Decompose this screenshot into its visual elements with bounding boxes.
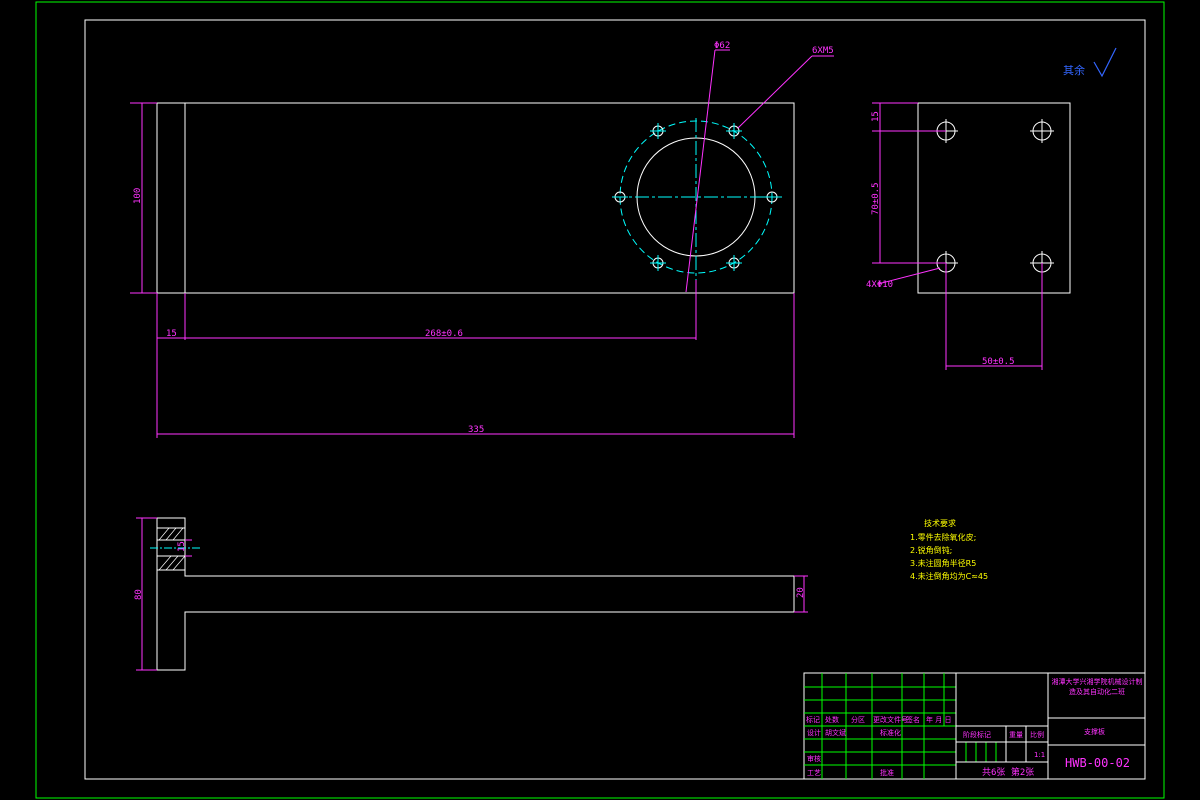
tb-drawing-no: HWB-00-02	[1065, 756, 1130, 770]
tb-scale-label: 比例	[1030, 730, 1044, 739]
outer-border	[35, 1, 1165, 799]
front-outline	[156, 517, 795, 671]
bore-label: Φ62	[714, 41, 730, 51]
title-block-main-lines	[955, 673, 1145, 779]
tech-requirements: 技术要求 1.零件去除氧化皮; 2.锐角倒钝; 3.未注圆角半径R5 4.未注倒…	[910, 518, 988, 581]
tb-stage-label: 阶段标记	[963, 730, 991, 739]
front-dim-small: 15	[177, 541, 187, 552]
front-dim-web: 20	[796, 587, 806, 598]
surface-finish-label: 其余	[1063, 63, 1085, 77]
title-block: 标记 处数 分区 更改文件号 签名 年 月 日 设计 胡文斌 标准化 审核 工艺…	[803, 672, 1146, 780]
tb-role-design: 设计	[807, 728, 821, 737]
top-view: Φ62 6XM5 15 268±0.6 335 100	[130, 41, 834, 438]
side-dim-pitch-v: 70±0.5	[871, 182, 881, 215]
side-holes	[936, 121, 1052, 273]
holes-label: 6XM5	[812, 46, 834, 56]
surface-finish-icon	[1093, 47, 1117, 78]
tb-sheet: 共6张 第2张	[982, 766, 1034, 778]
tb-part-name: 支撑板	[1084, 727, 1105, 736]
tb-school: 湘潭大学兴湘学院机械设计制造及其自动化二班	[1051, 678, 1143, 696]
surface-finish: 其余	[1063, 47, 1117, 78]
side-view: 15 70±0.5 50±0.5 4XΦ10	[866, 102, 1071, 370]
tech-item-3: 3.未注圆角半径R5	[910, 558, 976, 568]
side-hole-crosshairs	[934, 119, 1054, 275]
tb-header-3: 分区	[851, 715, 865, 724]
top-view-dimensions	[130, 102, 795, 438]
tb-header-1: 标记	[806, 715, 820, 724]
side-dim-pitch-h: 50±0.5	[982, 357, 1015, 367]
dim-width: 15	[166, 329, 177, 339]
tb-header-5: 签名	[906, 715, 920, 724]
tech-item-4: 4.未注倒角均为C≈45	[910, 571, 988, 581]
tb-role-process: 工艺	[807, 769, 821, 777]
hatch-lines	[158, 527, 186, 571]
side-dim-top: 15	[871, 111, 881, 122]
side-outline	[917, 102, 1071, 294]
tb-weight-label: 重量	[1009, 731, 1023, 739]
tb-name-designer: 胡文斌	[825, 728, 846, 737]
side-view-dimensions	[872, 102, 1043, 370]
tech-title: 技术要求	[924, 518, 956, 528]
front-view-dimensions	[136, 517, 808, 671]
dim-height: 100	[133, 188, 143, 204]
front-dim-height: 80	[134, 589, 144, 600]
tb-scale-value: 1:1	[1034, 751, 1045, 759]
tb-name-standard: 标准化	[880, 728, 901, 737]
hole-crosshairs	[612, 123, 780, 271]
bore-leader	[685, 49, 716, 293]
tb-header-6: 年 月 日	[926, 715, 951, 724]
dim-offset: 268±0.6	[425, 329, 463, 339]
hatch-upper	[156, 527, 186, 541]
inner-border	[84, 19, 1146, 780]
plate-outline	[156, 102, 795, 294]
tech-item-1: 1.零件去除氧化皮;	[910, 532, 976, 542]
tech-item-2: 2.锐角倒钝;	[910, 545, 952, 555]
tb-name-approve: 批准	[880, 768, 894, 777]
tb-school-wrap: 湘潭大学兴湘学院机械设计制造及其自动化二班	[1051, 678, 1143, 696]
side-dim-holes: 4XΦ10	[866, 280, 893, 290]
dim-length: 335	[468, 425, 484, 435]
tb-role-review: 审核	[807, 754, 821, 763]
tb-header-2: 处数	[825, 715, 839, 724]
title-block-grid	[804, 673, 997, 779]
holes-leader	[737, 55, 813, 129]
front-view: 80 20 15	[134, 517, 808, 671]
tb-header-4: 更改文件号	[873, 715, 908, 724]
